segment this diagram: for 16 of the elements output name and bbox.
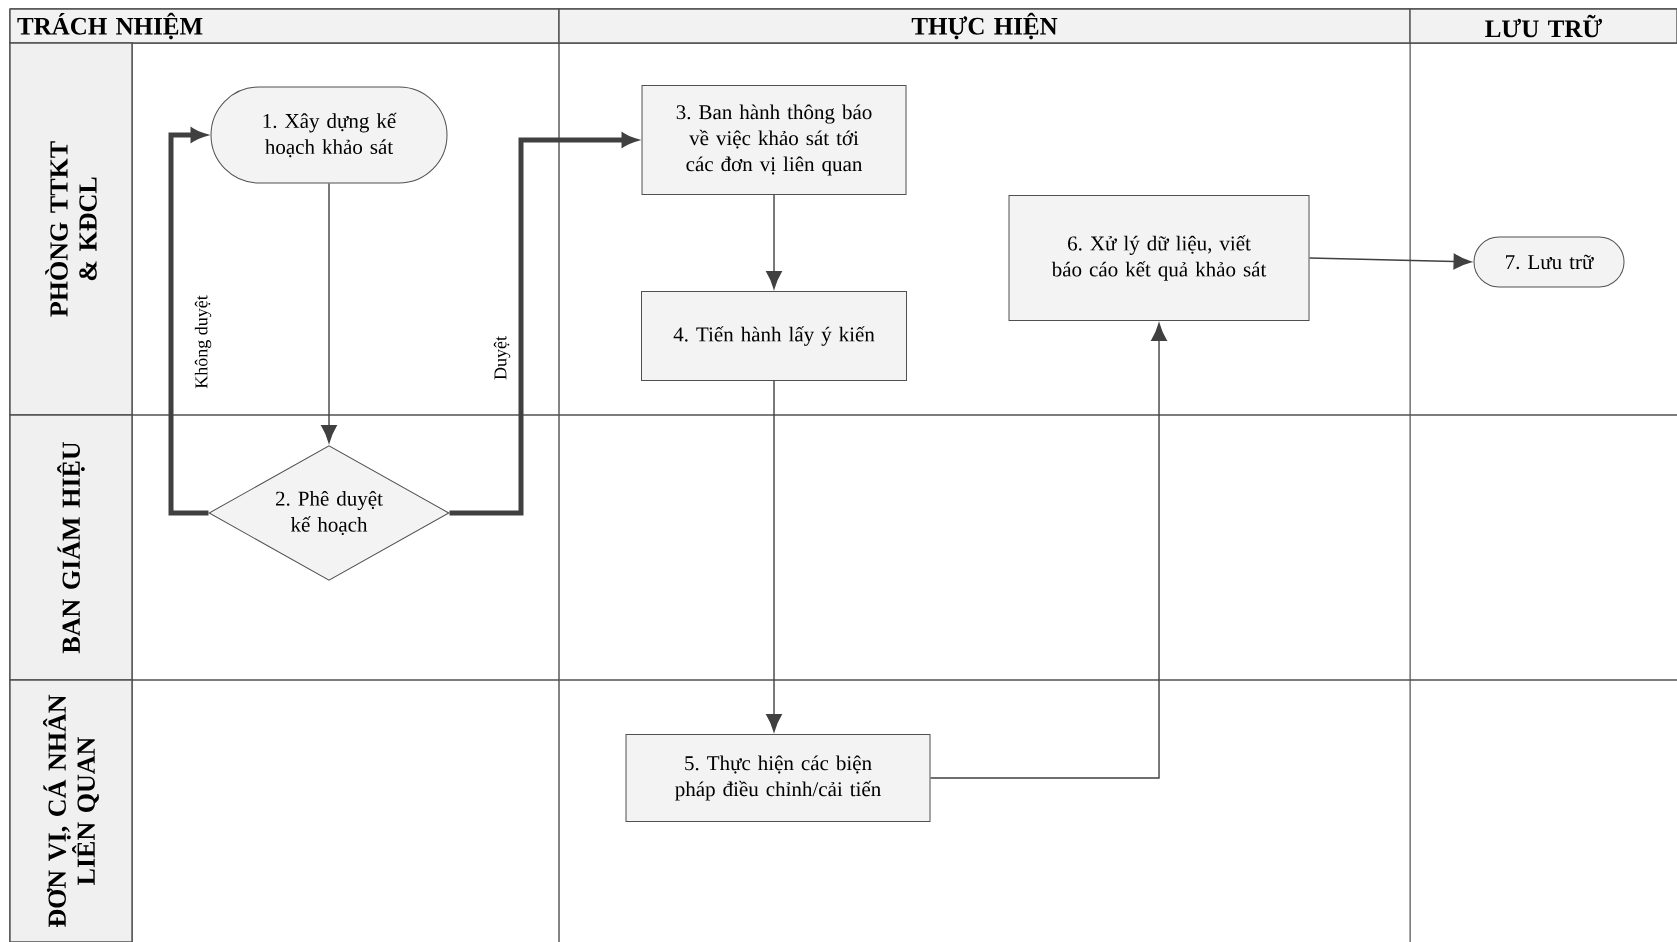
arrow (321, 182, 337, 444)
process-box: 5. Thực hiện các biện pháp điều chỉnh/cải tiến (625, 734, 931, 822)
process-box: 6. Xử lý dữ liệu, viết báo cáo kết quả khảo sát (1008, 195, 1310, 321)
lane-header: BAN GIÁM HIỆU (9, 414, 133, 681)
process-box: 4. Tiến hành lấy ý kiến (641, 291, 907, 381)
arrow (929, 322, 1167, 779)
arrow (766, 194, 782, 290)
arrow (168, 128, 209, 516)
lane-header: ĐƠN VỊ, CÁ NHÂN LIÊN QUAN (9, 679, 133, 942)
column-header: TRÁCH NHIỆM (9, 8, 560, 44)
arrow (766, 380, 782, 733)
edge-label: Không duyệt (193, 294, 213, 390)
column-header: LƯU TRỮ (1409, 8, 1677, 44)
arrow (1308, 253, 1472, 270)
process-box: 3. Ban hành thông báo về việc khảo sát tới các đơn vị liên quan (641, 85, 907, 195)
lane-header: PHÒNG TTKT & KĐCL (9, 42, 133, 416)
